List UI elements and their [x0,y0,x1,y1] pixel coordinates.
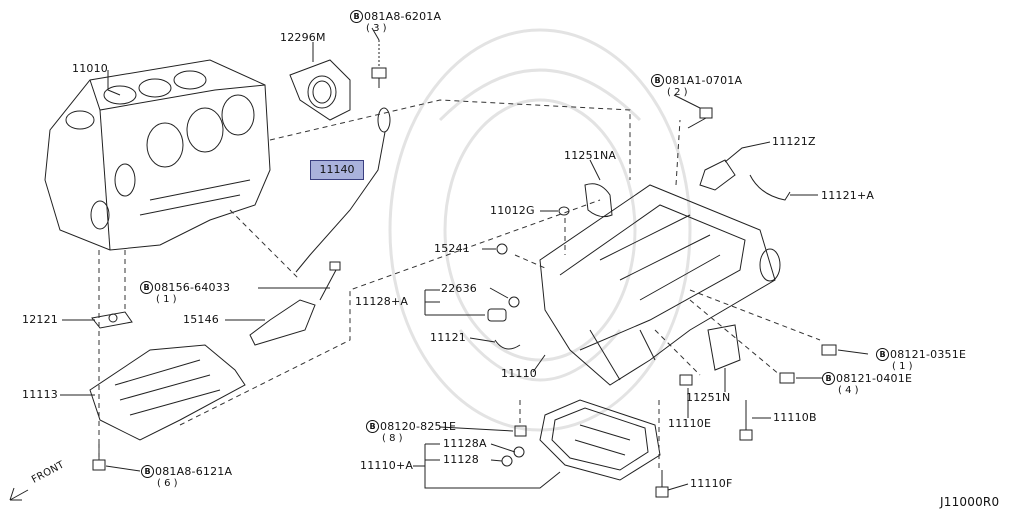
gasket-11121-drawing [494,339,521,350]
qty-081a8-6121a: ( 6 ) [157,478,178,489]
label-11251na[interactable]: 11251NA [564,149,617,162]
bolt-symbol-icon: B [822,372,835,385]
bolt-11110e-drawing [679,374,693,386]
label-11121[interactable]: 11121 [430,331,466,344]
qty-081a1-0701a: ( 2 ) [667,87,688,98]
label-12121[interactable]: 12121 [22,313,58,326]
bolt-081a1-0701a-drawing [687,107,713,129]
upper-oil-pan-drawing [539,184,781,386]
bolt-symbol-icon: B [141,465,154,478]
label-081a8-6121a[interactable]: 081A8-6121A [155,465,233,478]
drain-plug-drawing [487,308,507,322]
bolt-08121-0351e-drawing [821,344,837,356]
label-08121-0351e[interactable]: 08121-0351E [890,348,967,361]
bolt-11110b-drawing [739,400,753,441]
label-11113[interactable]: 11113 [22,388,58,401]
label-081a1-0701a[interactable]: 081A1-0701A [665,74,743,87]
label-15146[interactable]: 15146 [183,313,219,326]
bolt-08120-8251e-drawing [514,425,527,437]
bolt-08121-0401e-drawing [779,372,795,384]
label-11010[interactable]: 11010 [72,62,108,75]
washer-22636-drawing [508,296,520,308]
label-11128a[interactable]: 11128A [443,437,487,450]
qty-08120-8251e: ( 8 ) [382,433,403,444]
bolt-symbol-icon: B [876,348,889,361]
label-11110e[interactable]: 11110E [668,417,712,430]
bolt-symbol-icon: B [140,281,153,294]
lower-oil-pan-drawing [539,399,661,481]
bolt-081a8-6201a-drawing [371,40,387,88]
front-arrow-icon [9,487,29,501]
baffle-11251n-drawing [707,324,741,371]
label-08120-8251e[interactable]: 08120-8251E [380,420,457,433]
label-08121-0401e[interactable]: 08121-0401E [836,372,913,385]
seal-11121a-drawing [749,174,791,201]
label-11012g[interactable]: 11012G [490,204,535,217]
label-11140-highlighted[interactable]: 11140 [310,160,364,180]
label-11110b[interactable]: 11110B [773,411,817,424]
bolt-11110f-drawing [655,470,669,498]
qty-08121-0351e: ( 1 ) [892,361,913,372]
bolt-symbol-icon: B [651,74,664,87]
label-11110[interactable]: 11110 [501,367,537,380]
baffle-11251na-drawing [584,183,613,218]
plug-11128-drawing [501,455,513,467]
qty-08121-0401e: ( 4 ) [838,385,859,396]
label-11251n[interactable]: 11251N [686,391,731,404]
label-11110a-group[interactable]: 11110+A [360,459,414,472]
label-11128[interactable]: 11128 [443,453,479,466]
watermark-emblem [388,28,692,432]
gasket-11121z-drawing [699,159,736,191]
label-081a8-6201a[interactable]: 081A8-6201A [364,10,442,23]
label-11128a-group[interactable]: 11128+A [355,295,409,308]
bolt-081a8-6121a-drawing [92,440,106,471]
bolt-symbol-icon: B [350,10,363,23]
bolt-symbol-icon: B [366,420,379,433]
dipstick-guide-drawing [249,261,341,346]
diagram-id: J11000R0 [940,495,1000,509]
washer-11128a-drawing [513,446,525,458]
qty-081a8-6201a: ( 3 ) [366,23,387,34]
dipstick-drawing [295,107,391,273]
splash-cover-drawing [89,344,246,441]
label-12296m[interactable]: 12296M [280,31,326,44]
cylinder-block-drawing [44,59,271,251]
rear-oil-seal-drawing [289,59,351,121]
label-15241[interactable]: 15241 [434,242,470,255]
plug-15241-drawing [496,243,508,255]
bracket-12121-drawing [91,311,133,329]
label-11121z[interactable]: 11121Z [772,135,816,148]
label-11121a[interactable]: 11121+A [821,189,875,202]
label-08156-64033[interactable]: 08156-64033 [154,281,231,294]
label-22636[interactable]: 22636 [441,282,477,295]
label-11110f[interactable]: 11110F [690,477,733,490]
qty-08156-64033: ( 1 ) [156,294,177,305]
